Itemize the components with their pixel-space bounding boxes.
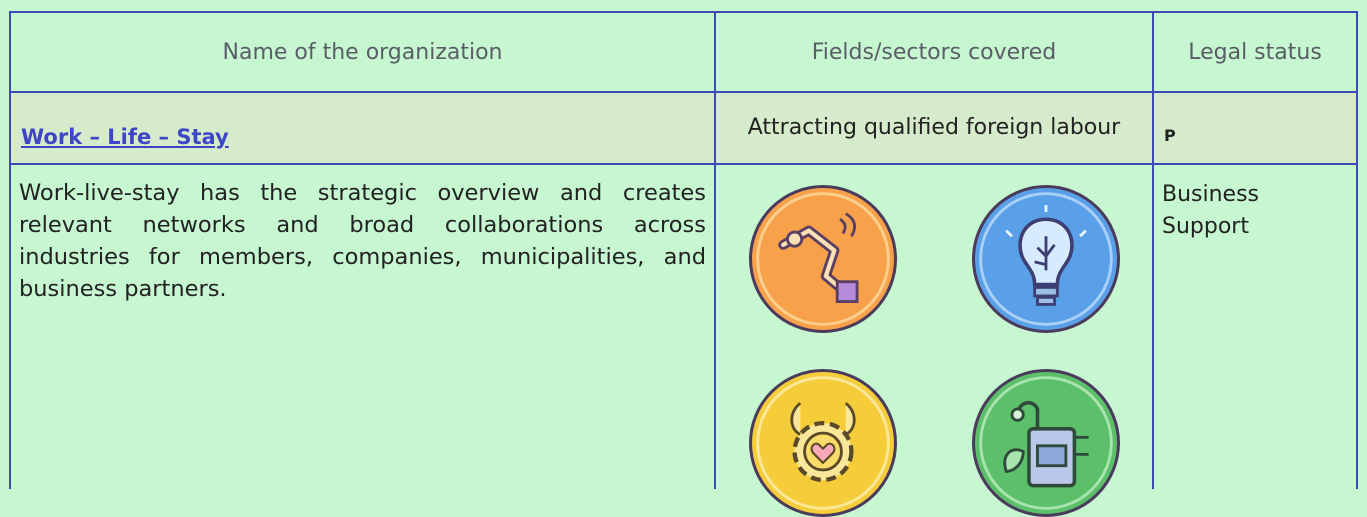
organization-name-cell: Work – Life – Stay [11, 93, 716, 163]
circuit-leaf-icon [972, 369, 1120, 517]
fields-cell: Attracting qualified foreign labour [716, 93, 1154, 163]
description-row: Work-live-stay has the strategic overvie… [11, 165, 1356, 517]
gear-heart-icon [749, 369, 897, 517]
organization-status: Business Support [1162, 182, 1260, 239]
organization-description: Work-live-stay has the strategic overvie… [11, 165, 716, 489]
header-organization: Name of the organization [11, 13, 716, 91]
organization-link[interactable]: Work – Life – Stay [21, 125, 229, 149]
sector-icons-cell [716, 165, 1154, 517]
lightbulb-idea-icon [972, 185, 1120, 333]
table-header-row: Name of the organization Fields/sectors … [11, 13, 1356, 93]
organization-table: Name of the organization Fields/sectors … [9, 11, 1358, 517]
header-legal-status: Legal status [1188, 39, 1322, 65]
legal-status-cell: P [1164, 126, 1176, 145]
header-fields: Fields/sectors covered [716, 13, 1154, 91]
organization-row: Work – Life – Stay Attracting qualified … [11, 93, 1356, 165]
robot-arm-icon [749, 185, 897, 333]
